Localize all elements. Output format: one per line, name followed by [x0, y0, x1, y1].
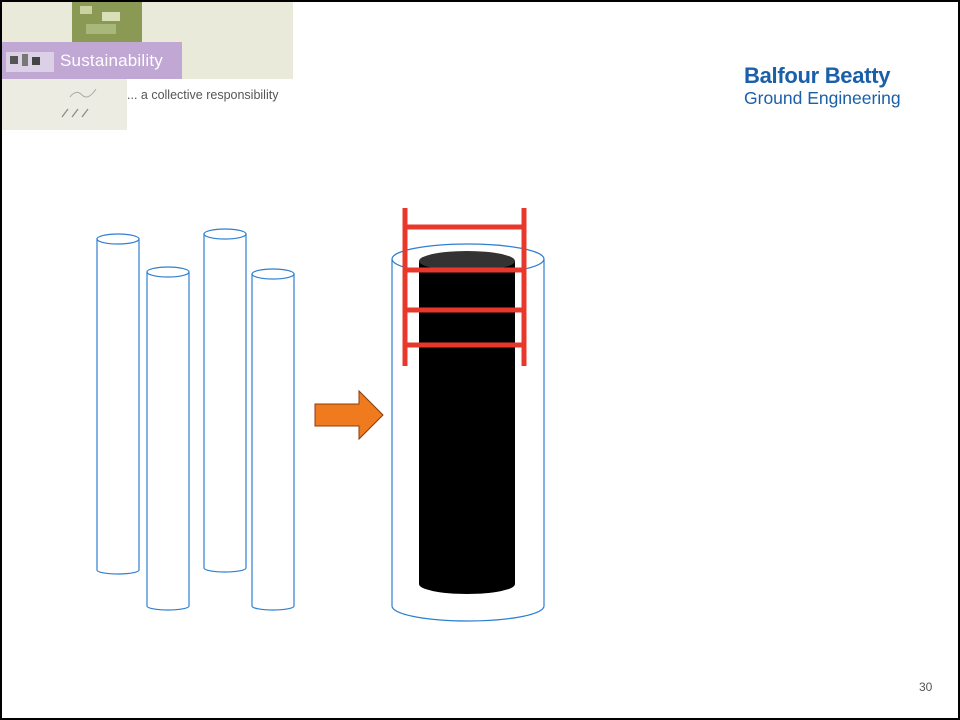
- pile-3: [204, 229, 246, 572]
- page-number: 30: [919, 680, 932, 694]
- pile-4: [252, 269, 294, 610]
- concrete-core: [419, 251, 515, 594]
- pile-1: [97, 234, 139, 574]
- pile-2: [147, 267, 189, 610]
- transform-arrow: [315, 391, 383, 439]
